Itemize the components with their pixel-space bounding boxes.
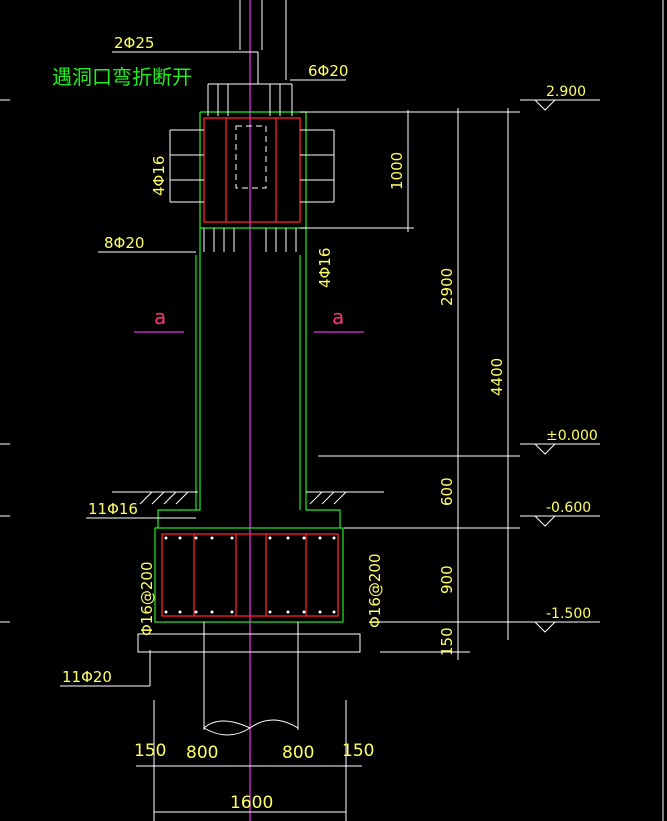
dim-150-right: 150	[342, 741, 374, 761]
note-text: 遇洞口弯折断开	[52, 65, 192, 89]
label-4phi16-left: 4Φ16	[150, 156, 168, 196]
dim-150-vertical: 150	[438, 627, 456, 656]
label-8phi20: 8Φ20	[104, 234, 144, 252]
elevation-0000: ±0.000	[546, 428, 598, 444]
dim-1600: 1600	[230, 793, 273, 813]
label-11phi16: 11Φ16	[88, 500, 138, 518]
leader-lines	[60, 51, 346, 687]
ground-line	[112, 491, 384, 505]
edge-ticks	[0, 99, 10, 623]
section-mark-left: a	[154, 305, 166, 329]
dim-150-left: 150	[134, 741, 166, 761]
dim-900: 900	[438, 565, 456, 594]
column-top-stub	[239, 0, 287, 80]
elevation-2900: 2.900	[546, 84, 586, 100]
dim-800-left: 800	[186, 743, 218, 763]
base-and-pile	[137, 622, 361, 736]
elevation-minus-0600: -0.600	[546, 500, 591, 516]
label-stirrup-right: Φ16@200	[366, 553, 384, 628]
dim-2900: 2900	[438, 268, 456, 306]
label-2phi25: 2Φ25	[114, 34, 154, 52]
section-mark-right: a	[332, 305, 344, 329]
dim-800-right: 800	[282, 743, 314, 763]
lower-rebar-cage	[161, 533, 339, 617]
dimension-lines	[136, 99, 600, 821]
dim-1000: 1000	[388, 152, 406, 190]
upper-rebar-cage	[169, 83, 335, 252]
dim-600: 600	[438, 477, 456, 506]
label-4phi16-right: 4Φ16	[316, 248, 334, 288]
label-stirrup-left: Φ16@200	[138, 561, 156, 636]
elevation-minus-1500: -1.500	[546, 606, 591, 622]
concrete-outline	[154, 111, 344, 623]
dim-4400: 4400	[488, 358, 506, 396]
label-11phi20: 11Φ20	[62, 668, 112, 686]
label-6phi20: 6Φ20	[308, 62, 348, 80]
